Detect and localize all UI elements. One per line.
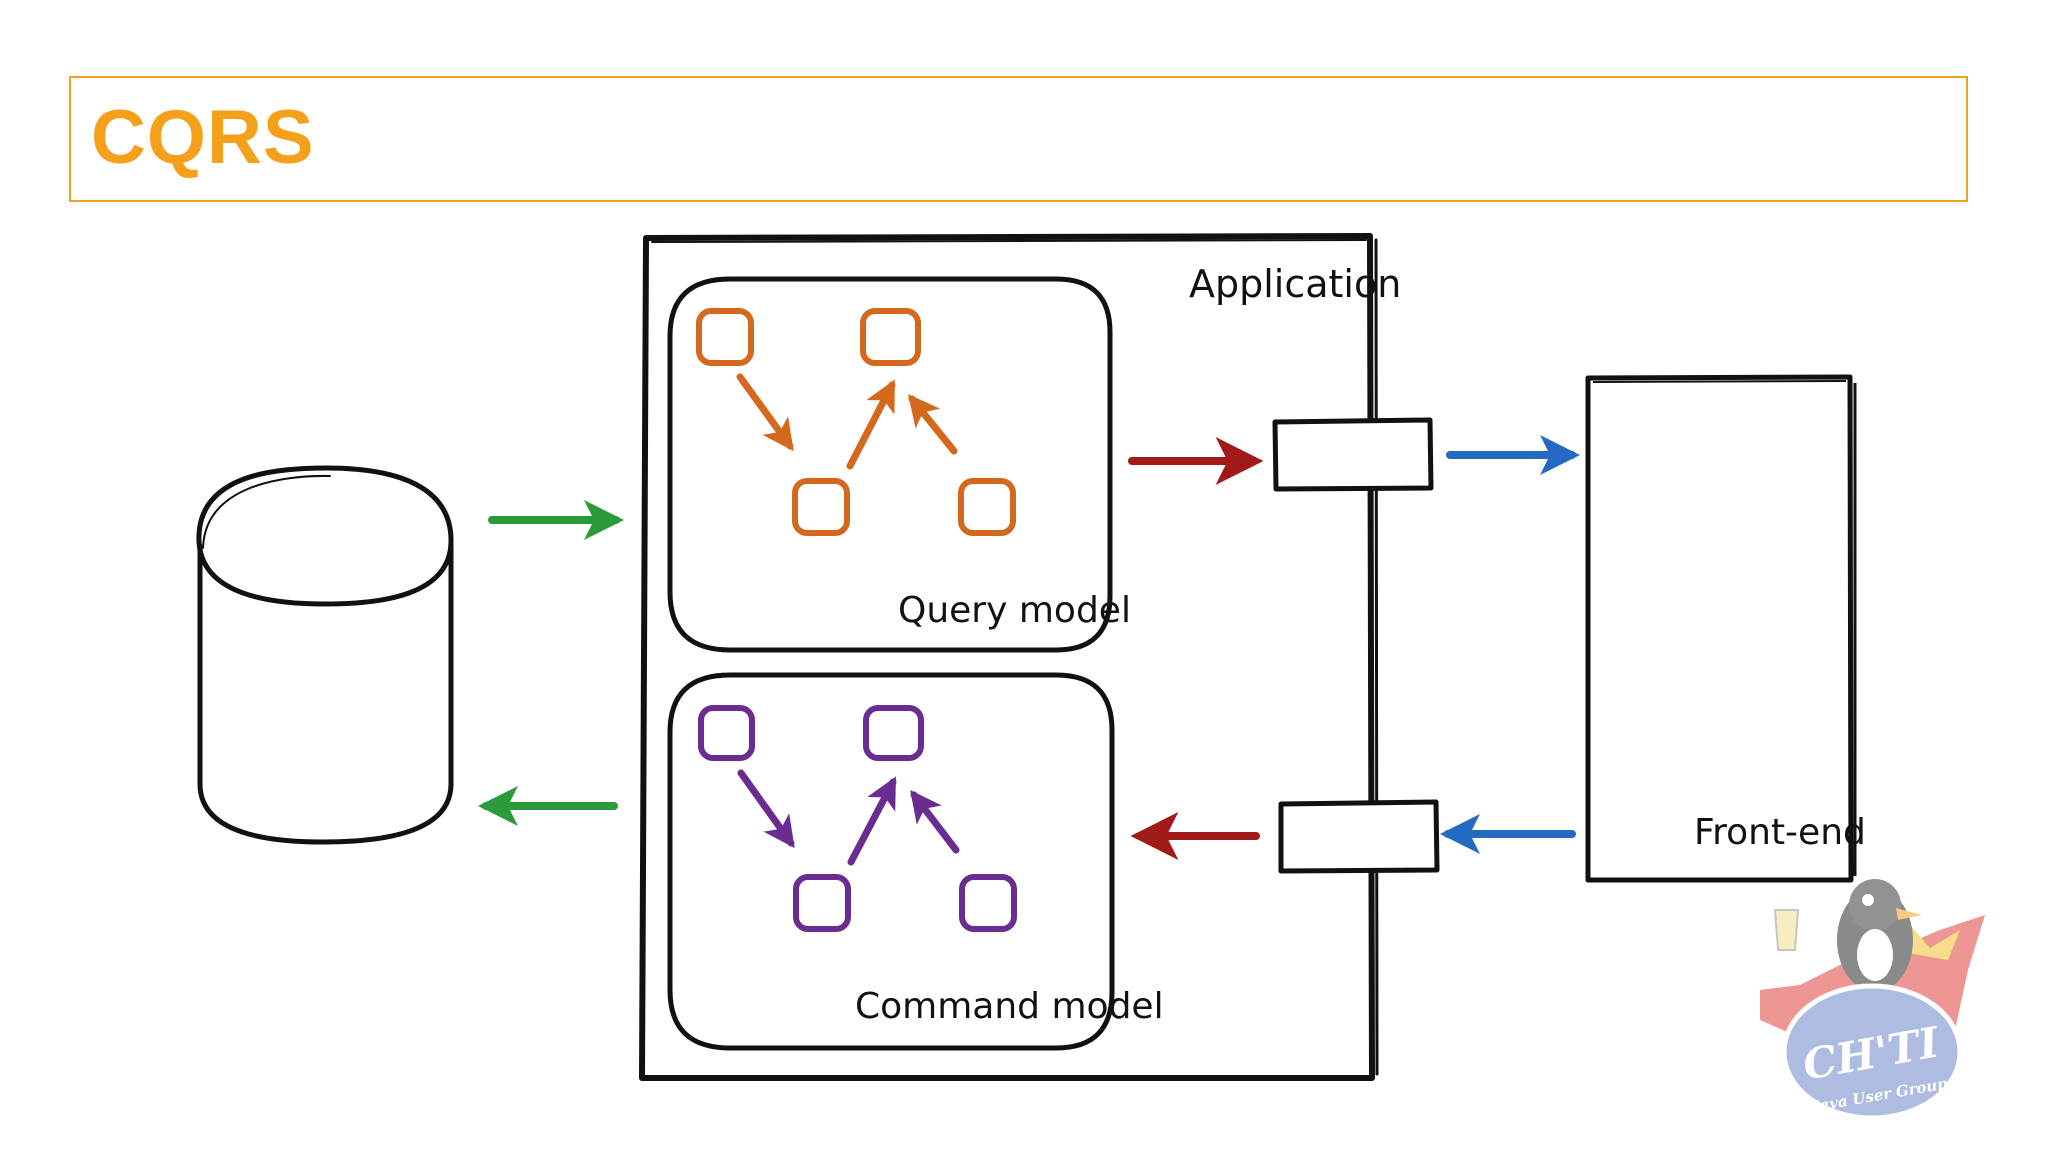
command-flow-arrow: [737, 769, 795, 849]
query-flow-arrow: [736, 373, 794, 452]
query-model-label: Query model: [898, 590, 1131, 631]
command-port: [1278, 799, 1440, 874]
query-model-box: [667, 276, 1113, 653]
title-banner: CQRS: [69, 76, 1968, 202]
database-cylinder: [196, 465, 454, 845]
command-model-label: Command model: [855, 986, 1164, 1027]
command-model-box: [667, 672, 1115, 1051]
application-box: [639, 233, 1379, 1081]
query-node: [860, 308, 921, 366]
command-node: [698, 705, 755, 761]
slide-title: CQRS: [91, 95, 315, 180]
command-node: [863, 705, 924, 761]
command-node: [959, 874, 1017, 932]
frontend-box: [1585, 374, 1857, 883]
command-flow-arrow: [847, 776, 897, 866]
query-flow-arrow: [846, 379, 896, 470]
chti-jug-logo: CH'TI Java User Group: [1760, 879, 1985, 1121]
command-flow-arrow: [910, 789, 960, 854]
application-label: Application: [1189, 262, 1401, 306]
query-node: [958, 478, 1016, 536]
query-node: [792, 478, 850, 536]
query-flow-arrow: [908, 394, 958, 455]
query-port: [1272, 417, 1434, 492]
frontend-label: Front-end: [1694, 812, 1866, 853]
query-node: [696, 308, 754, 366]
command-node: [793, 874, 851, 932]
